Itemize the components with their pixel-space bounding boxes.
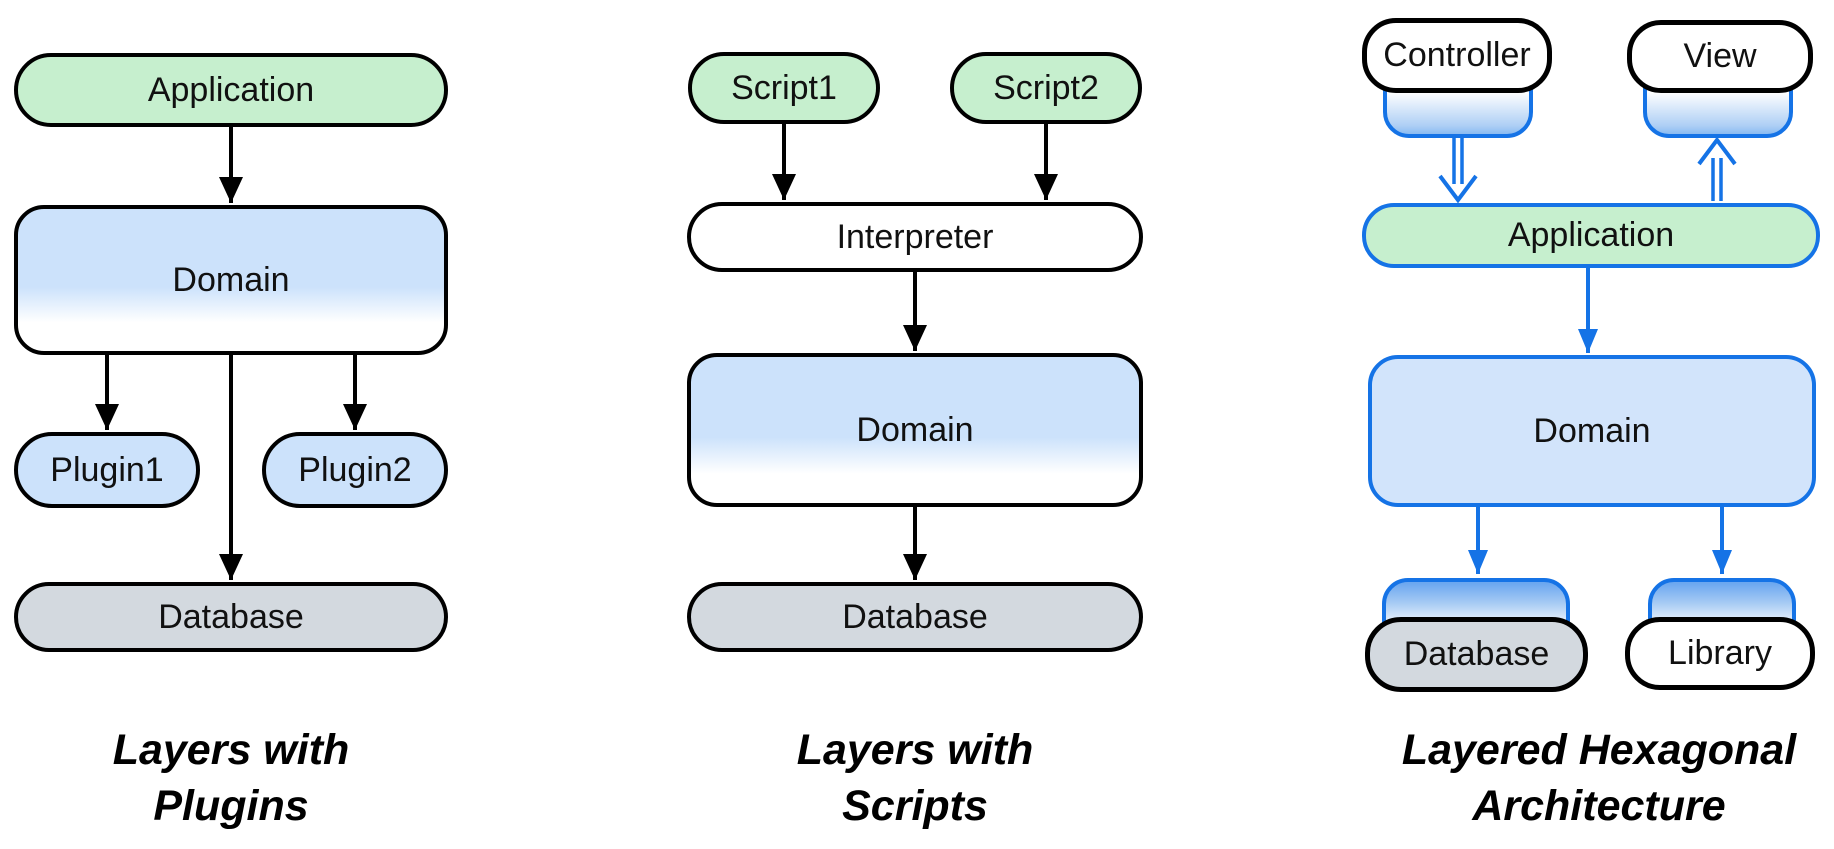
caption-layers-with-plugins: Layers with Plugins	[112, 726, 350, 830]
arrow-controller-to-application	[1438, 136, 1478, 204]
node-view: View	[1627, 20, 1813, 93]
node-application: Application	[1362, 203, 1820, 268]
node-plugin2: Plugin2	[262, 432, 448, 508]
node-script1: Script1	[688, 52, 880, 124]
node-library: Library	[1625, 617, 1815, 690]
node-domain: Domain	[1368, 355, 1816, 507]
caption-layers-with-scripts: Layers with Scripts	[796, 726, 1034, 830]
node-controller: Controller	[1362, 18, 1552, 93]
node-database: Database	[1365, 617, 1588, 692]
caption-layered-hexagonal-architecture: Layered Hexagonal Architecture	[1401, 726, 1797, 830]
node-domain: Domain	[687, 353, 1143, 507]
arrow-application-to-view	[1697, 136, 1737, 201]
node-database: Database	[14, 582, 448, 652]
node-plugin1: Plugin1	[14, 432, 200, 508]
node-application: Application	[14, 53, 448, 127]
node-database: Database	[687, 582, 1143, 652]
